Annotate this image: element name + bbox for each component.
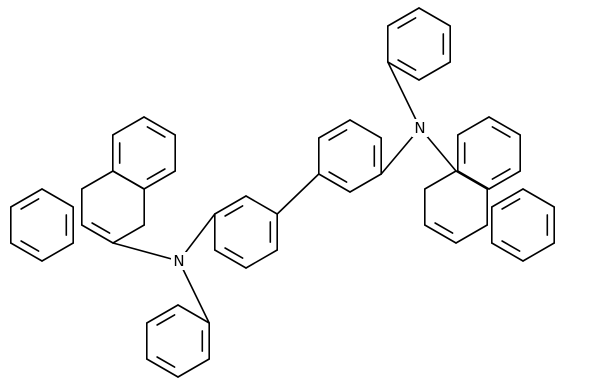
phenanthrene-right-ring-c-bond [490, 242, 524, 262]
phenanthrene-left-ring-c-bond [10, 188, 43, 208]
phenyl-left-ring-bond [146, 304, 179, 324]
phenyl-left-ring-bond [177, 358, 210, 378]
phenyl-right-ring-bond [386, 61, 420, 81]
phenanthrene-right-ring-c-double-bond [501, 198, 521, 210]
phenanthrene-left-ring-c-bond [41, 188, 74, 208]
phenanthrene-right-ring-b-bond [455, 170, 489, 190]
phenyl-left-ring-bond [177, 304, 210, 324]
phenanthrene-left-ring-a-bond [143, 170, 176, 190]
phenanthrene-right-ring-a-bond [488, 170, 522, 190]
phenanthrene-left-ring-c-double-bond [20, 198, 40, 210]
biphenyl-right-ring-bond [317, 119, 351, 139]
atom-label-n1: N [173, 252, 184, 270]
phenanthrene-left-ring-b-double-bond [91, 222, 111, 234]
nitrogen-atom-left: N [171, 252, 187, 270]
phenanthrene-left-ring-a-double-bond [146, 126, 166, 138]
n1-phenyl-bond [178, 260, 210, 324]
phenyl-right-ring-bond [418, 7, 452, 27]
biphenyl-right-ring-double-bond [328, 171, 348, 183]
phenanthrene-right-ring-b-bond [423, 170, 457, 190]
phenyl-right-ring-bond [418, 61, 452, 81]
phenanthrene-right-ring-c-bond [490, 188, 524, 208]
biphenyl-left-ring-double-bond [224, 247, 244, 259]
atoms-layer: N N [171, 119, 428, 270]
atom-label-n2: N [414, 119, 425, 137]
biphenyl-right-ring-bond [317, 173, 351, 193]
biphenyl-left-ring-double-bond [224, 205, 244, 217]
phenanthrene-right-ring-a-bond [488, 116, 522, 136]
biphenyl-left-ring-bond [214, 249, 247, 269]
phenanthrene-right-ring-a-bond [456, 170, 490, 190]
phenyl-left-ring-double-bond [156, 314, 176, 326]
biphenyl-left-ring-bond [214, 195, 247, 215]
phenanthrene-left-ring-b-bond [112, 170, 145, 190]
phenanthrene-left-ring-b-bond [81, 170, 114, 190]
biphenyl-right-ring-bond [349, 119, 383, 139]
phenyl-left-ring-double-bond [156, 356, 176, 368]
phenanthrene-right-ring-c-bond [522, 242, 556, 262]
phenanthrene-right-ring-b-double-bond [434, 222, 454, 234]
phenanthrene-left-ring-b-bond [81, 224, 114, 244]
phenanthrene-right-ring-a-double-bond [491, 168, 511, 180]
biphenyl-left-ring-bond [245, 195, 279, 215]
phenyl-right-ring-double-bond [397, 17, 417, 29]
phenanthrene-left-ring-c-bond [10, 242, 43, 262]
n2-phenyl-bond [386, 61, 421, 129]
bonds-layer [10, 7, 556, 378]
biphenyl-left-ring-bond [245, 249, 279, 269]
phenyl-right-ring-bond [386, 7, 420, 27]
phenyl-left-ring-bond [146, 358, 179, 378]
phenanthrene-right-ring-c-bond [522, 188, 556, 208]
phenanthrene-left-ring-c-double-bond [20, 240, 40, 252]
phenanthrene-left-ring-a-double-bond [146, 168, 166, 180]
phenanthrene-left-ring-a-bond [143, 116, 176, 136]
phenyl-right-ring-double-bond [397, 59, 417, 71]
phenanthrene-right-ring-b-bond [423, 224, 457, 244]
biphenyl-right-ring-double-bond [328, 129, 348, 141]
phenanthrene-right-ring-c-double-bond [501, 240, 521, 252]
phenanthrene-right-ring-a-double-bond [491, 126, 511, 138]
phenanthrene-left-ring-b-bond [112, 224, 145, 244]
nitrogen-atom-right: N [412, 119, 428, 137]
phenanthrene-right-ring-b-bond [455, 224, 489, 244]
n1-phenanthrene-bond [112, 242, 180, 262]
phenanthrene-left-ring-a-bond [112, 116, 145, 136]
phenanthrene-right-ring-a-bond [456, 116, 490, 136]
phenanthrene-left-ring-c-bond [41, 242, 74, 262]
biphenyl-right-ring-bond [349, 173, 383, 193]
biphenyl-link-bond [276, 173, 320, 215]
